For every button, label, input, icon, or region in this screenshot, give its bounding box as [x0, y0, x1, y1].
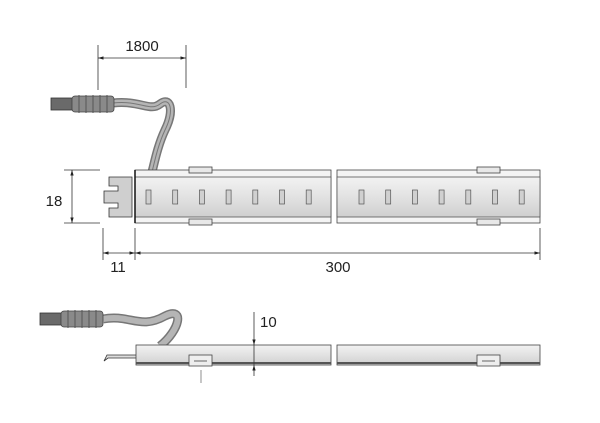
clip — [476, 166, 501, 174]
clip — [476, 218, 501, 226]
dimension-height: 18 — [46, 169, 100, 224]
dimension-label: 10 — [260, 314, 277, 331]
dimension-thickness: 10 — [252, 312, 277, 376]
cable — [102, 309, 183, 350]
strip-body — [135, 344, 541, 366]
led-mark — [305, 189, 312, 205]
led-mark — [145, 189, 152, 205]
clip — [188, 218, 213, 226]
dimension-label: 18 — [46, 193, 63, 210]
end-cap — [103, 176, 133, 218]
dimension-label: 1800 — [125, 38, 158, 55]
led-mark — [279, 189, 285, 205]
led-mark — [465, 189, 472, 205]
dimension-length: 11 300 — [102, 228, 541, 276]
led-mark — [518, 189, 525, 205]
plug-connector — [50, 95, 115, 113]
cable — [112, 97, 175, 174]
dimension-label: 11 — [110, 259, 126, 276]
side-view: 10 — [39, 309, 541, 383]
led-mark — [225, 189, 232, 205]
led-mark — [358, 189, 365, 205]
end-cap-tab — [103, 354, 136, 362]
led-mark — [492, 189, 498, 205]
clip — [188, 354, 213, 367]
mounting-clips — [188, 354, 501, 383]
dimension-cable-length: 1800 — [97, 38, 187, 90]
strip-body — [134, 169, 541, 224]
led-mark — [412, 189, 418, 205]
clip — [188, 166, 213, 174]
clip — [476, 354, 501, 367]
plug-connector — [39, 310, 104, 328]
dimension-label: 300 — [325, 259, 350, 276]
led-mark — [252, 189, 259, 205]
top-view: 1800 18 11 300 — [46, 38, 541, 276]
led-marks — [145, 189, 525, 205]
led-mark — [172, 189, 179, 205]
led-mark — [385, 189, 392, 205]
led-mark — [199, 189, 205, 205]
mounting-clips — [188, 166, 501, 226]
led-mark — [438, 189, 445, 205]
